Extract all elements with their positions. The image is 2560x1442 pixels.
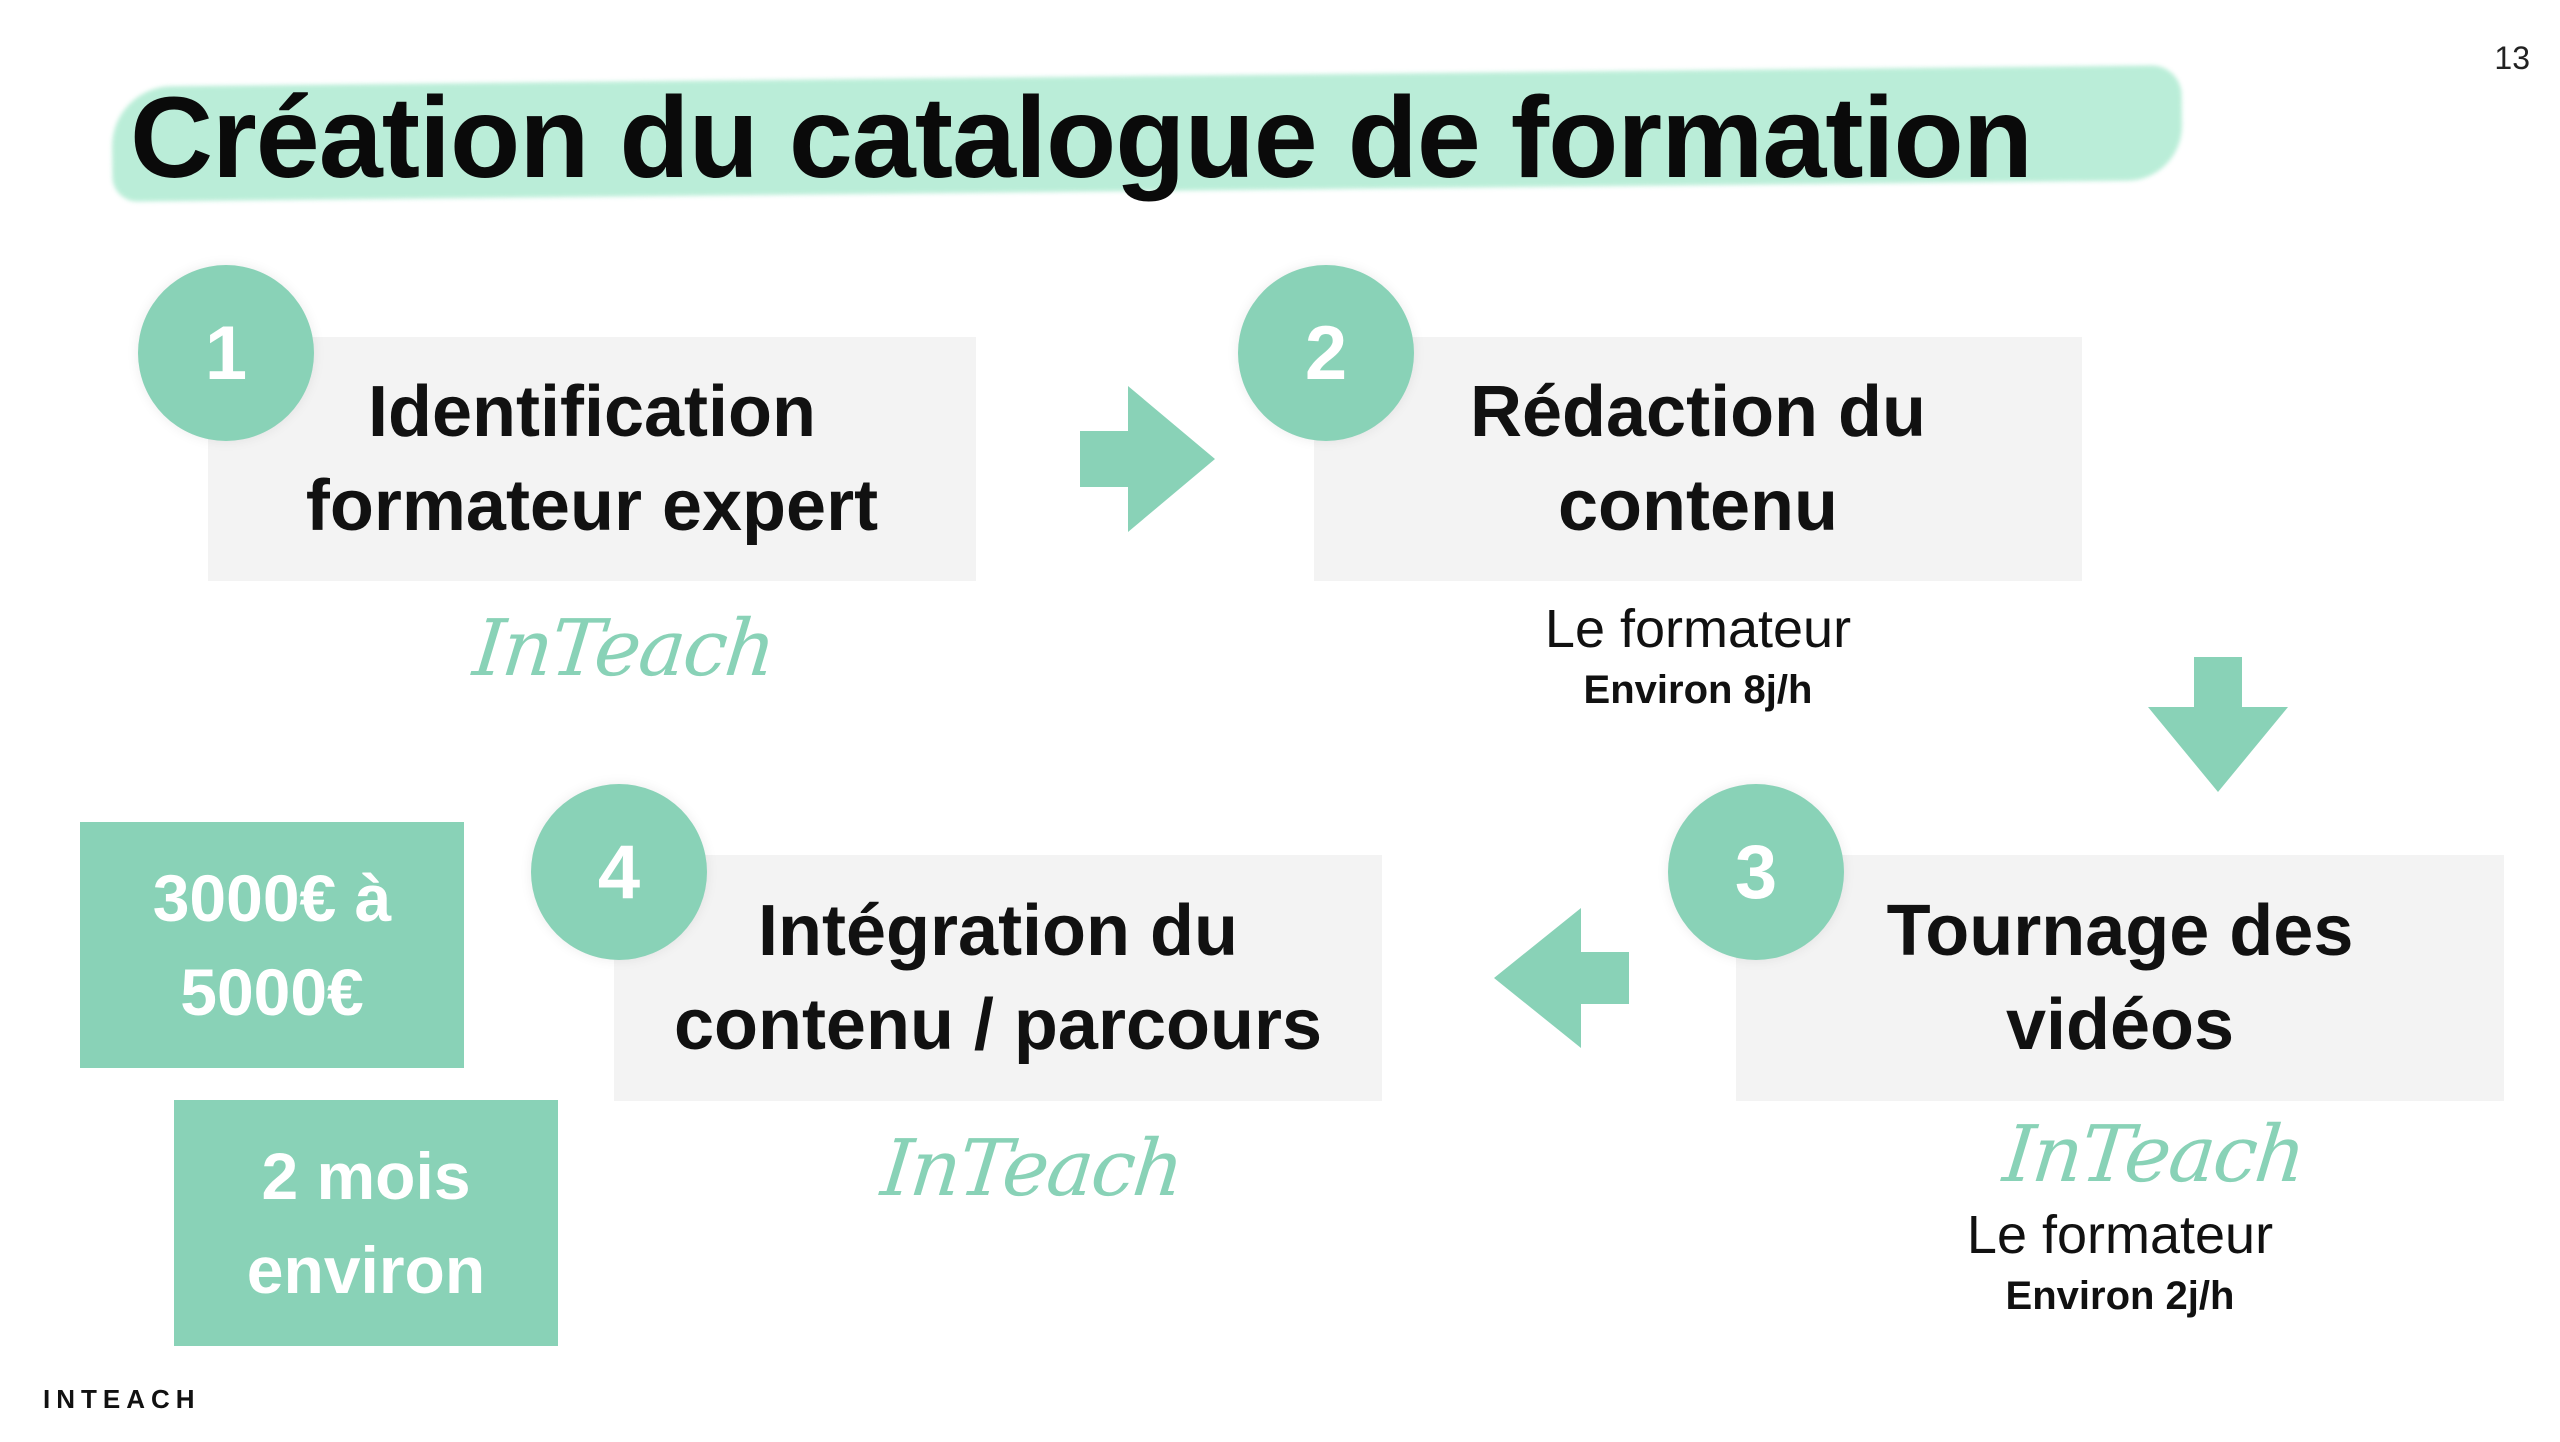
step-4-box: Intégration du contenu / parcours — [614, 855, 1382, 1101]
step-4-brand-logo: InTeach — [877, 1124, 1187, 1214]
price-line2: 5000€ — [180, 955, 364, 1029]
step-1-line1: Identification — [367, 372, 816, 452]
price-badge: 3000€ à 5000€ — [80, 822, 464, 1068]
step-1-brand-logo: InTeach — [469, 604, 779, 694]
step-3-line1: Tournage des — [1886, 891, 2354, 971]
arrow-left-icon — [1494, 908, 1629, 1048]
step-4-number-badge: 4 — [531, 784, 707, 960]
step-1-box: Identification formateur expert — [208, 337, 976, 581]
step-3-line2: vidéos — [2005, 985, 2235, 1065]
step-3-box: Tournage des vidéos — [1736, 855, 2504, 1101]
step-1-number-badge: 1 — [138, 265, 314, 441]
step-3-brand-logo: InTeach — [1999, 1110, 2309, 1200]
step-2-who: Le formateur — [1544, 599, 1852, 659]
step-2-number-badge: 2 — [1238, 265, 1414, 441]
step-2-line1: Rédaction du — [1469, 372, 1926, 452]
step-2-duration: Environ 8j/h — [1583, 668, 1813, 712]
duration-badge: 2 mois environ — [174, 1100, 558, 1346]
footer-logo: INTEACH — [43, 1384, 201, 1414]
price-line1: 3000€ à — [152, 861, 392, 935]
step-3-who: Le formateur — [1966, 1205, 2274, 1265]
step-3-duration: Environ 2j/h — [2005, 1274, 2235, 1318]
page-number: 13 — [2494, 40, 2530, 76]
duration-line1: 2 mois — [261, 1139, 471, 1213]
duration-line2: environ — [246, 1233, 486, 1307]
arrow-right-icon — [1080, 386, 1215, 532]
step-2-line2: contenu — [1558, 466, 1838, 546]
step-3-number-badge: 3 — [1668, 784, 1844, 960]
step-4-line2: contenu / parcours — [673, 985, 1323, 1065]
step-2-box: Rédaction du contenu — [1314, 337, 2082, 581]
arrow-down-icon — [2148, 657, 2288, 792]
page-title: Création du catalogue de formation — [130, 74, 2033, 202]
step-4-line1: Intégration du — [758, 891, 1238, 971]
step-1-line2: formateur expert — [305, 466, 879, 546]
